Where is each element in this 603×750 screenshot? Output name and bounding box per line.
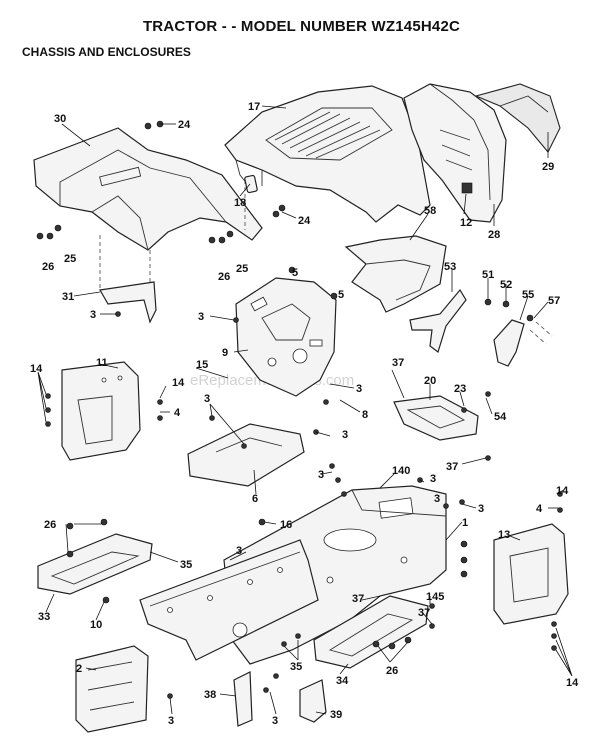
callout-51: 51 [482,269,494,281]
part-clip-12 [461,182,473,194]
callout-8: 8 [362,409,368,421]
callout-4a: 4 [174,407,181,419]
callout-3i: 3 [434,493,440,505]
callout-5a: 5 [292,267,298,279]
callout-14d: 14 [566,677,579,689]
callout-11: 11 [96,357,108,369]
callout-29: 29 [542,161,554,173]
callout-38: 38 [204,689,216,701]
callout-24a: 24 [178,119,191,131]
callout-17: 17 [248,101,260,113]
callout-52: 52 [500,279,512,291]
callout-37a: 37 [392,357,404,369]
callout-39: 39 [330,709,342,721]
callout-58: 58 [424,205,436,217]
part-rear-fender [33,127,263,300]
callout-12: 12 [460,217,472,229]
callout-145: 145 [426,591,444,603]
callout-37d: 37 [418,607,430,619]
part-dash-panel [235,277,337,397]
callout-57: 57 [548,295,560,307]
callout-3j: 3 [236,545,242,557]
callout-25a: 25 [64,253,76,265]
part-left-panel [61,361,141,461]
part-bracket-53 [409,288,467,353]
part-floor-plate [187,423,305,487]
callout-3f: 3 [318,469,324,481]
callout-5b: 5 [338,289,344,301]
callout-37b: 37 [446,461,458,473]
callout-3g: 3 [430,473,436,485]
part-emblem [244,174,258,194]
part-bracket-31 [99,281,157,324]
callout-14a: 14 [30,363,43,375]
callout-6: 6 [252,493,258,505]
callout-3a: 3 [90,309,96,321]
callout-24b: 24 [298,215,311,227]
callout-labels: 30 24 17 29 18 24 12 28 58 26 25 26 25 5… [30,101,579,727]
callout-37c: 37 [352,593,364,605]
callout-3d: 3 [204,393,210,405]
callout-13: 13 [498,529,510,541]
callout-26d: 26 [386,665,398,677]
callout-1: 1 [462,517,468,529]
callout-35b: 35 [290,661,302,673]
callout-26a: 26 [42,261,54,273]
part-right-panel [493,523,569,625]
part-bracket-20 [393,395,479,441]
callout-3c: 3 [356,383,362,395]
part-front-plate [75,645,149,733]
callout-18: 18 [234,197,246,209]
callout-25b: 25 [236,263,248,275]
callout-34: 34 [336,675,349,687]
part-footrest-right [313,595,429,669]
callout-3h: 3 [478,503,484,515]
callout-14b: 14 [172,377,185,389]
part-brackets-38-39 [233,671,327,727]
part-side-panels [403,83,561,223]
callout-35a: 35 [180,559,192,571]
callout-3l: 3 [272,715,278,727]
callout-55: 55 [522,289,534,301]
part-footrest-left [37,533,153,595]
callout-30: 30 [54,113,66,125]
callout-3e: 3 [342,429,348,441]
callout-20: 20 [424,375,436,387]
diagram-title: TRACTOR - - MODEL NUMBER WZ145H42C [142,18,461,35]
part-heat-shield [344,235,447,313]
callout-53: 53 [444,261,456,273]
callout-3k: 3 [168,715,174,727]
callout-28: 28 [488,229,500,241]
callout-23: 23 [454,383,466,395]
part-frame-rail [139,539,319,661]
callout-2: 2 [76,663,82,675]
callout-4b: 4 [536,503,543,515]
callout-26c: 26 [44,519,56,531]
callout-33: 33 [38,611,50,623]
callout-140: 140 [392,465,410,477]
leader-lines [37,105,573,715]
callout-9: 9 [222,347,228,359]
diagram-subtitle: CHASSIS AND ENCLOSURES [22,45,191,59]
callout-3b: 3 [198,311,204,323]
callout-31: 31 [62,291,74,303]
callout-15: 15 [196,359,208,371]
callout-14c: 14 [556,485,569,497]
hardware-bolts [36,120,563,699]
callout-10: 10 [90,619,102,631]
callout-16: 16 [280,519,292,531]
callout-54: 54 [494,411,507,423]
callout-26b: 26 [218,271,230,283]
part-bracket-55 [493,319,553,367]
